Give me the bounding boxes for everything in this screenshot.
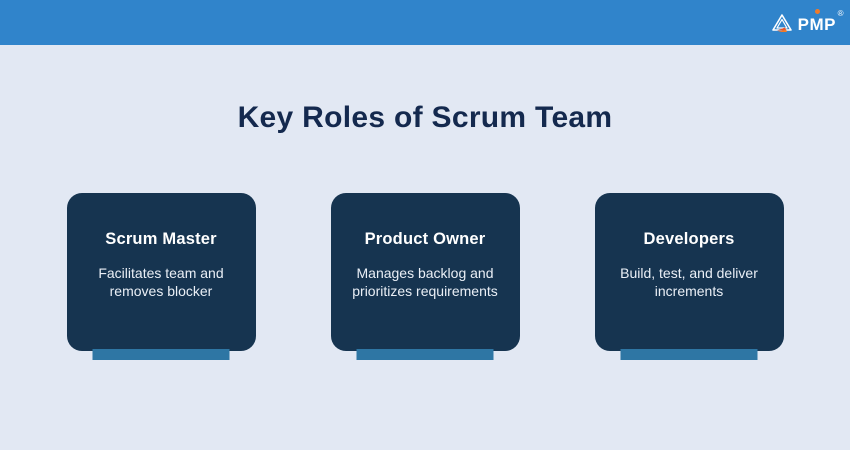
role-cards-row: Scrum Master Facilitates team and remove… [0,193,850,360]
registered-mark: ® [837,8,844,18]
card-description: Build, test, and deliver increments [620,265,758,299]
logo-text: PMP ® [797,8,844,34]
page-title: Key Roles of Scrum Team [237,101,613,134]
card-developers: Developers Build, test, and deliver incr… [594,193,784,360]
card-title: Scrum Master [105,230,217,248]
mountain-triangle-icon [771,13,793,33]
card-description: Manages backlog and prioritizes requirem… [352,265,498,299]
card-accent-bar [620,349,758,360]
card-scrum-master: Scrum Master Facilitates team and remove… [66,193,256,360]
pmp-logo[interactable]: PMP ® [771,8,844,34]
card-accent-bar [356,349,494,360]
card-title: Developers [643,230,735,248]
card-description: Facilitates team and removes blocker [98,265,224,299]
header-bar: PMP ® [0,0,850,45]
card-accent-bar [92,349,230,360]
card-product-owner: Product Owner Manages backlog and priori… [330,193,520,360]
logo-orange-dot [814,8,820,14]
card-title: Product Owner [364,230,486,248]
